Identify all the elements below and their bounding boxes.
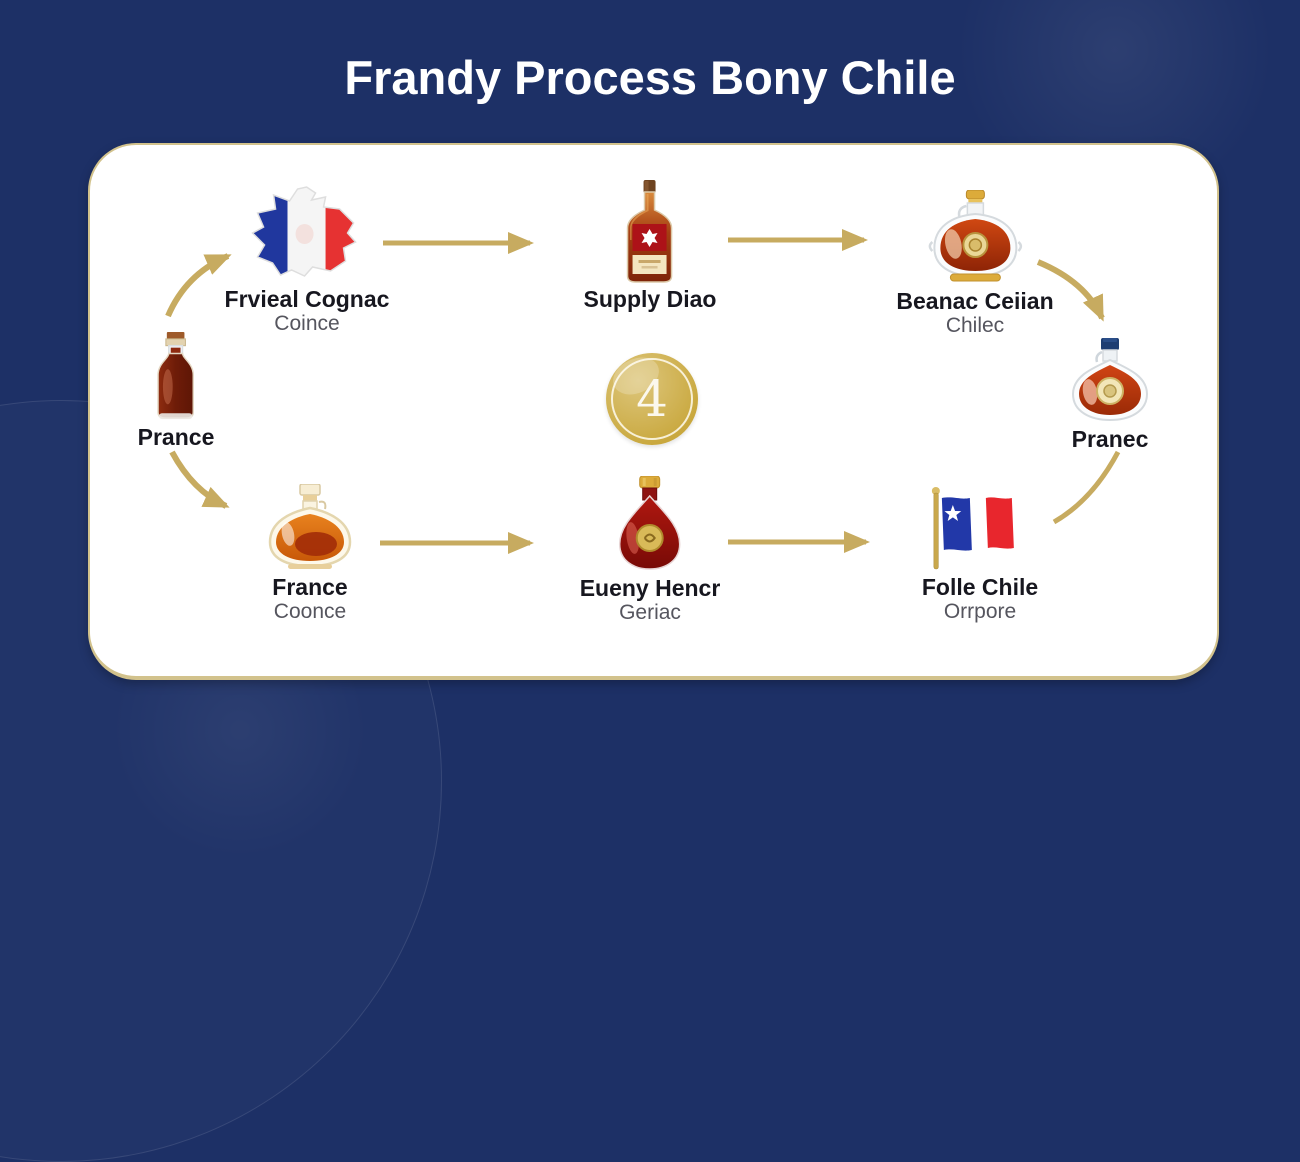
- node-label: Folle Chile: [921, 574, 1039, 600]
- node-label: Eueny Hencr: [579, 575, 721, 601]
- page-title: Frandy Process Bony Chile: [344, 51, 956, 104]
- node-sublabel: Orrpore: [943, 600, 1017, 623]
- node-label: Prance: [137, 424, 215, 450]
- node-label: France: [272, 574, 348, 600]
- tall-brandy-bottle-icon: [627, 180, 673, 283]
- node-beanac-ceiian: Beanac Ceiian Chilec: [896, 188, 1054, 338]
- node-label: Supply Diao: [583, 286, 717, 312]
- node-frvieal-cognac: Frvieal Cognac Coince: [224, 182, 390, 336]
- node-label: Pranec: [1071, 426, 1149, 452]
- node-label: Frvieal Cognac: [224, 286, 390, 312]
- node-folle-chile: Folle Chile Orrpore: [922, 486, 1038, 624]
- round-decanter-gold-cap-icon: [928, 190, 1022, 282]
- chile-flag-on-pole-icon: [931, 487, 1014, 570]
- round-decanter-blue-cap-icon: [1071, 338, 1149, 422]
- node-prance: Prance: [137, 332, 215, 450]
- node-sublabel: Coince: [274, 312, 340, 335]
- small-dark-bottle-icon: [157, 332, 195, 420]
- node-sublabel: Geriac: [619, 601, 681, 624]
- node-label: Beanac Ceiian: [896, 288, 1054, 314]
- badge-number: 4: [636, 370, 668, 428]
- node-sublabel: Chilec: [945, 314, 1005, 337]
- step-number-badge: 4: [606, 350, 698, 445]
- badge-inner-ring: [611, 358, 693, 440]
- node-france: France Coonce: [262, 482, 358, 624]
- node-pranec: Pranec: [1065, 338, 1155, 452]
- node-eueny-hencr: Eueny Hencr Geriac: [579, 476, 721, 625]
- france-map-flag-icon: [251, 186, 358, 277]
- node-supply-diao: Supply Diao: [583, 180, 717, 312]
- teardrop-red-bottle-icon: [619, 476, 681, 570]
- node-sublabel: Coonce: [273, 600, 347, 623]
- amber-decanter-cream-cap-icon: [268, 484, 352, 569]
